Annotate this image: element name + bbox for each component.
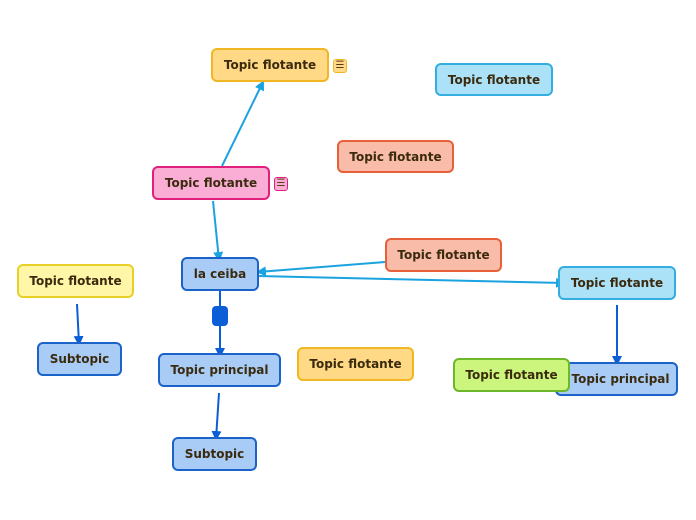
floating-topic[interactable]: Topic flotante — [211, 48, 329, 82]
subtopic[interactable]: Subtopic — [37, 342, 122, 376]
main-topic[interactable]: Topic principal — [158, 353, 281, 387]
subtopic[interactable]: Subtopic — [172, 437, 257, 471]
connector-main1-to-sub2 — [211, 392, 222, 441]
connector-central-to-f7 — [257, 275, 566, 288]
connector-f4-to-central — [212, 200, 224, 262]
floating-topic[interactable]: Topic flotante — [453, 358, 570, 392]
connector-f6-to-sub1 — [73, 303, 84, 346]
note-icon[interactable]: ☰ — [274, 177, 288, 191]
floating-topic[interactable]: Topic flotante — [558, 266, 676, 300]
note-icon[interactable]: ☰ — [333, 59, 347, 73]
connector-f4-to-f1 — [221, 80, 264, 167]
main-topic[interactable]: Topic principal — [555, 362, 678, 396]
collapse-toggle[interactable] — [212, 306, 228, 326]
floating-topic[interactable]: Topic flotante — [435, 63, 553, 96]
floating-topic[interactable]: Topic flotante — [297, 347, 414, 381]
floating-topic[interactable]: Topic flotante — [17, 264, 134, 298]
central-topic[interactable]: la ceiba — [181, 257, 259, 291]
floating-topic[interactable]: Topic flotante — [337, 140, 454, 173]
floating-topic[interactable]: Topic flotante — [152, 166, 270, 200]
connector-f5-to-central — [256, 261, 386, 277]
floating-topic[interactable]: Topic flotante — [385, 238, 502, 272]
